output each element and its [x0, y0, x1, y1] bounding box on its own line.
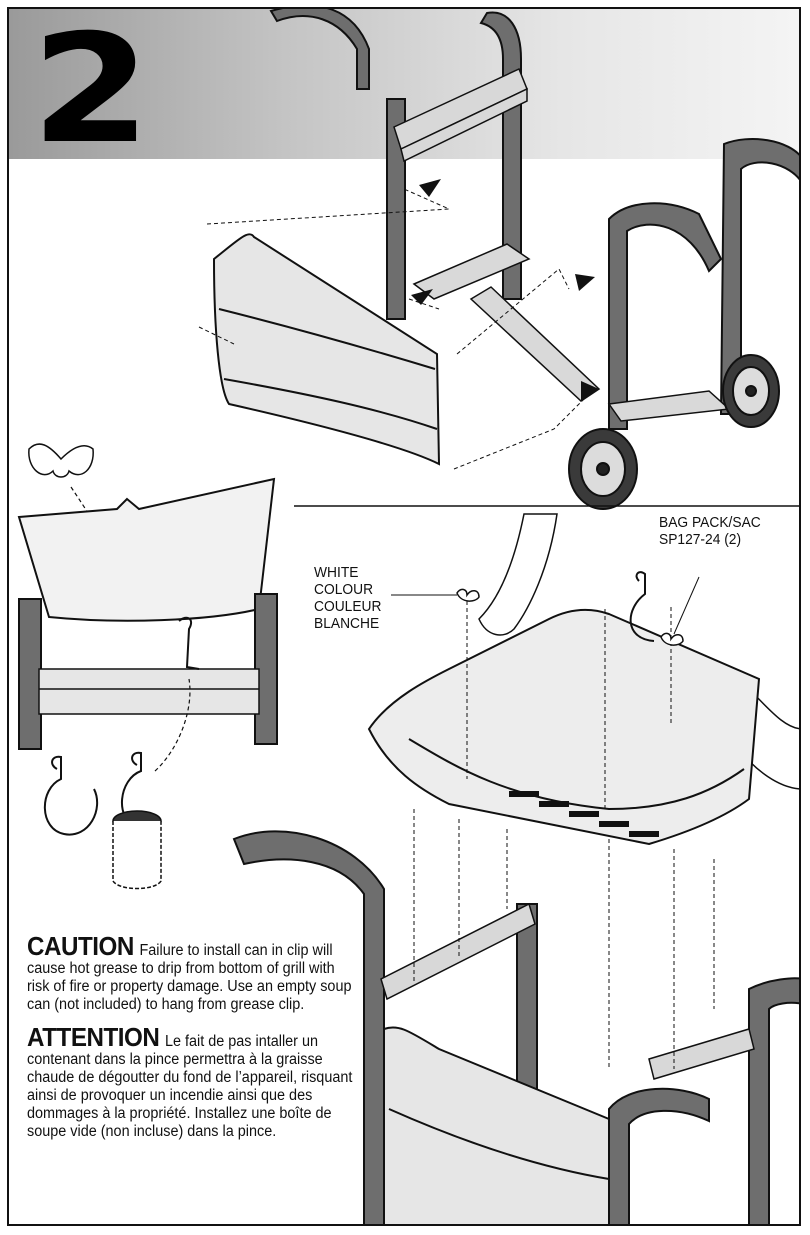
tray-slots: [509, 791, 659, 837]
grill-frame-bottom: [232, 830, 799, 1224]
wheel-front: [568, 428, 638, 510]
bag-pack-line-1: BAG PACK/SAC: [659, 514, 761, 531]
bag-pack-label: BAG PACK/SAC SP127-24 (2): [659, 514, 761, 548]
frame-base: [412, 243, 731, 422]
alignment-guides-top: [198, 188, 590, 470]
bag-pack-line-2: SP127-24 (2): [659, 531, 742, 548]
frame-bracket-top: [393, 67, 528, 163]
instruction-page: 2: [7, 7, 801, 1226]
white-colour-line-3: COULEUR: [314, 598, 382, 615]
white-colour-line-2: COLOUR: [314, 581, 374, 598]
white-colour-label: WHITE COLOUR COULEUR BLANCHE: [314, 564, 381, 632]
wing-nut-detail: [28, 443, 94, 478]
frame-bracket-bottom: [380, 902, 755, 1080]
white-colour-line-4: BLANCHE: [314, 615, 380, 632]
soup-can-detail: [112, 810, 162, 890]
caution-text: Failure to install can in clip will caus…: [27, 942, 352, 1013]
assembly-illustration: [17, 9, 799, 1224]
front-shelf-panel-top: [212, 233, 441, 466]
wheel-rear: [722, 354, 780, 428]
grease-clip-detail: [178, 616, 200, 670]
attention-text: Le fait de pas intaller un contenant dan…: [27, 1033, 353, 1140]
grease-tray: [367, 608, 761, 846]
white-colour-line-1: WHITE: [314, 564, 359, 581]
hook-lower: [629, 571, 655, 642]
front-shelf-panel-bottom: [383, 1026, 610, 1224]
drip-tray-detail: [17, 477, 276, 622]
wing-nuts-lower: [456, 588, 684, 646]
attention-heading: ATTENTION: [27, 1022, 160, 1052]
rail-cross-bar: [38, 668, 260, 715]
alignment-guides-bottom: [413, 601, 715, 1069]
step-number: 2: [31, 7, 151, 177]
caution-heading: CAUTION: [27, 931, 134, 961]
direction-arrows-top: [411, 179, 599, 401]
